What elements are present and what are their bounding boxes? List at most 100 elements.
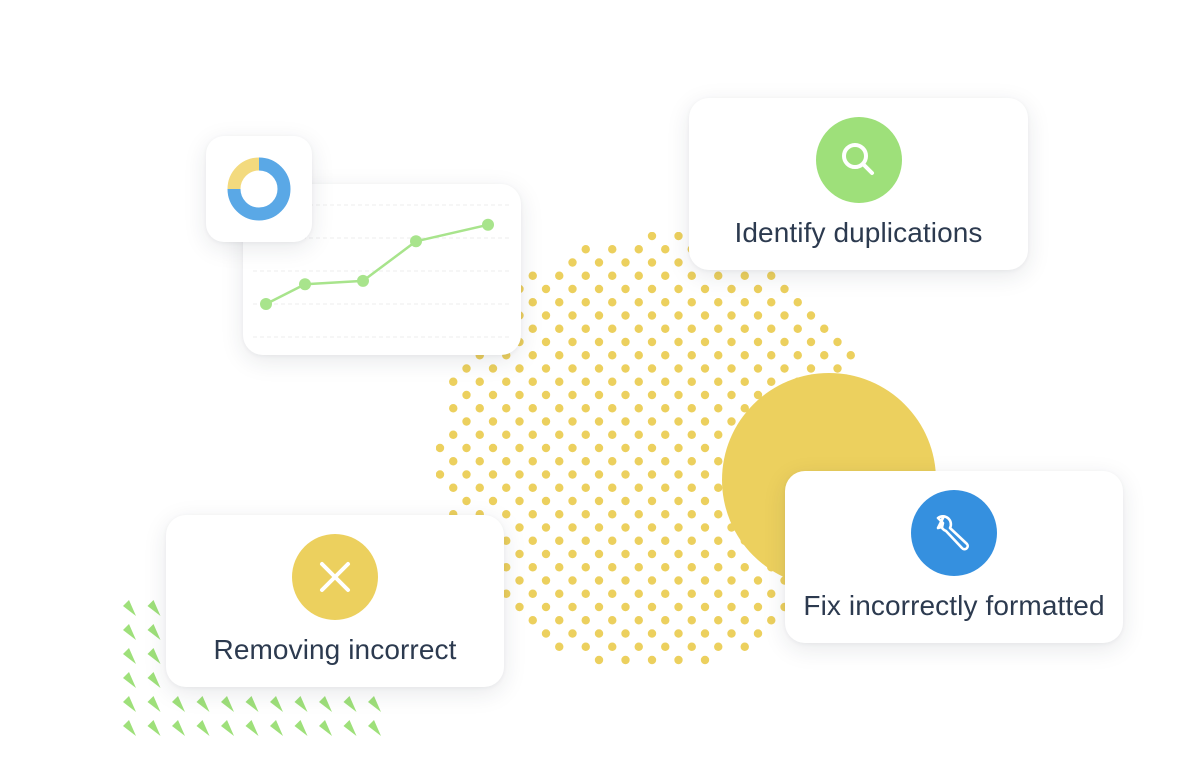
decor-dot xyxy=(780,311,789,320)
decor-dot xyxy=(568,629,577,638)
decor-dot xyxy=(621,364,630,373)
decor-dot xyxy=(727,390,736,400)
decor-dot xyxy=(833,364,842,373)
decor-dot xyxy=(541,390,551,400)
donut-slice xyxy=(227,157,291,221)
decor-dot xyxy=(674,258,683,267)
decor-dot xyxy=(674,390,683,400)
decor-dot xyxy=(475,483,484,492)
decor-dot xyxy=(541,602,551,612)
decor-triangle xyxy=(294,696,308,712)
decor-dot xyxy=(634,351,643,360)
decor-dot xyxy=(555,510,564,519)
decor-dot xyxy=(767,589,776,598)
decor-dot xyxy=(528,430,537,439)
decor-dot xyxy=(806,311,816,320)
decor-dot xyxy=(674,232,683,241)
decor-dot xyxy=(700,443,710,453)
decor-dot xyxy=(608,377,617,386)
decor-dot xyxy=(621,629,630,638)
decor-dot xyxy=(528,404,537,413)
decor-dot xyxy=(767,298,776,307)
decor-dot xyxy=(502,563,511,572)
decor-dot xyxy=(674,470,683,479)
decor-dot xyxy=(727,576,736,585)
decor-dot xyxy=(555,589,564,598)
decor-dot xyxy=(608,563,617,572)
decor-dot xyxy=(555,483,564,492)
decor-dot xyxy=(581,430,590,439)
wrench-icon-badge xyxy=(911,490,997,576)
decor-dot xyxy=(687,377,696,386)
decor-dot xyxy=(661,642,670,651)
fix-formatting-card: Fix incorrectly formatted xyxy=(785,471,1123,643)
decor-dot xyxy=(700,655,710,665)
decor-dot xyxy=(753,364,763,373)
decor-dot xyxy=(647,337,657,347)
decor-dot xyxy=(634,616,643,625)
decor-dot xyxy=(581,457,590,466)
decor-dot xyxy=(608,457,617,466)
decor-dot xyxy=(634,377,643,386)
decor-dot xyxy=(502,430,511,439)
decor-triangle xyxy=(123,672,136,688)
decor-triangle xyxy=(147,624,161,640)
decor-triangle xyxy=(270,720,283,736)
decor-dot xyxy=(674,284,683,294)
decor-dot xyxy=(700,311,710,320)
decor-dot xyxy=(502,536,511,545)
decor-triangle xyxy=(123,720,136,736)
decor-dot xyxy=(674,655,683,665)
feature-label: Identify duplications xyxy=(734,217,983,248)
decor-dot xyxy=(528,377,537,386)
decor-dot xyxy=(740,271,749,280)
decor-dot xyxy=(700,602,710,612)
decor-dot xyxy=(568,443,577,453)
decor-dot xyxy=(793,298,802,307)
decor-dot xyxy=(621,523,630,532)
decor-dot xyxy=(767,324,776,333)
decor-dot xyxy=(541,576,551,585)
decor-dot xyxy=(528,589,537,598)
decor-dot xyxy=(568,470,577,479)
decor-dot xyxy=(449,404,458,413)
decor-dot xyxy=(687,563,696,572)
decor-dot xyxy=(674,576,683,585)
decor-dot xyxy=(700,496,710,506)
decor-dot xyxy=(820,324,829,333)
decor-dot xyxy=(661,483,670,492)
donut-chart-card xyxy=(206,136,312,242)
decor-triangle xyxy=(319,720,332,736)
decor-dot xyxy=(647,576,657,585)
decor-dot xyxy=(608,298,617,307)
decor-triangle xyxy=(147,600,161,616)
decor-dot xyxy=(647,232,657,241)
decor-dot xyxy=(674,443,683,453)
decor-dot xyxy=(581,642,590,651)
decor-dot xyxy=(502,404,511,413)
decor-dot xyxy=(621,470,630,479)
decor-dot xyxy=(581,324,590,333)
decor-dot xyxy=(714,457,723,466)
decor-dot xyxy=(647,470,657,479)
decor-triangle xyxy=(245,720,259,736)
decor-triangle xyxy=(368,720,381,736)
decor-dot xyxy=(661,404,670,413)
decor-dot xyxy=(661,271,670,280)
decor-dot xyxy=(515,390,524,400)
decor-dot xyxy=(753,311,763,320)
decor-dot xyxy=(740,642,749,651)
decor-dot xyxy=(740,298,749,307)
decor-dot xyxy=(541,470,551,479)
decor-dot xyxy=(528,483,537,492)
decor-dot xyxy=(700,337,710,347)
decor-dot xyxy=(700,390,710,400)
decor-triangle xyxy=(123,648,136,664)
decor-dot xyxy=(780,337,789,347)
decor-dot xyxy=(541,523,551,532)
decor-dot xyxy=(621,496,630,506)
decor-triangle xyxy=(147,720,161,736)
decor-dot xyxy=(634,563,643,572)
decor-dot xyxy=(594,443,604,453)
decor-dot xyxy=(515,364,524,373)
